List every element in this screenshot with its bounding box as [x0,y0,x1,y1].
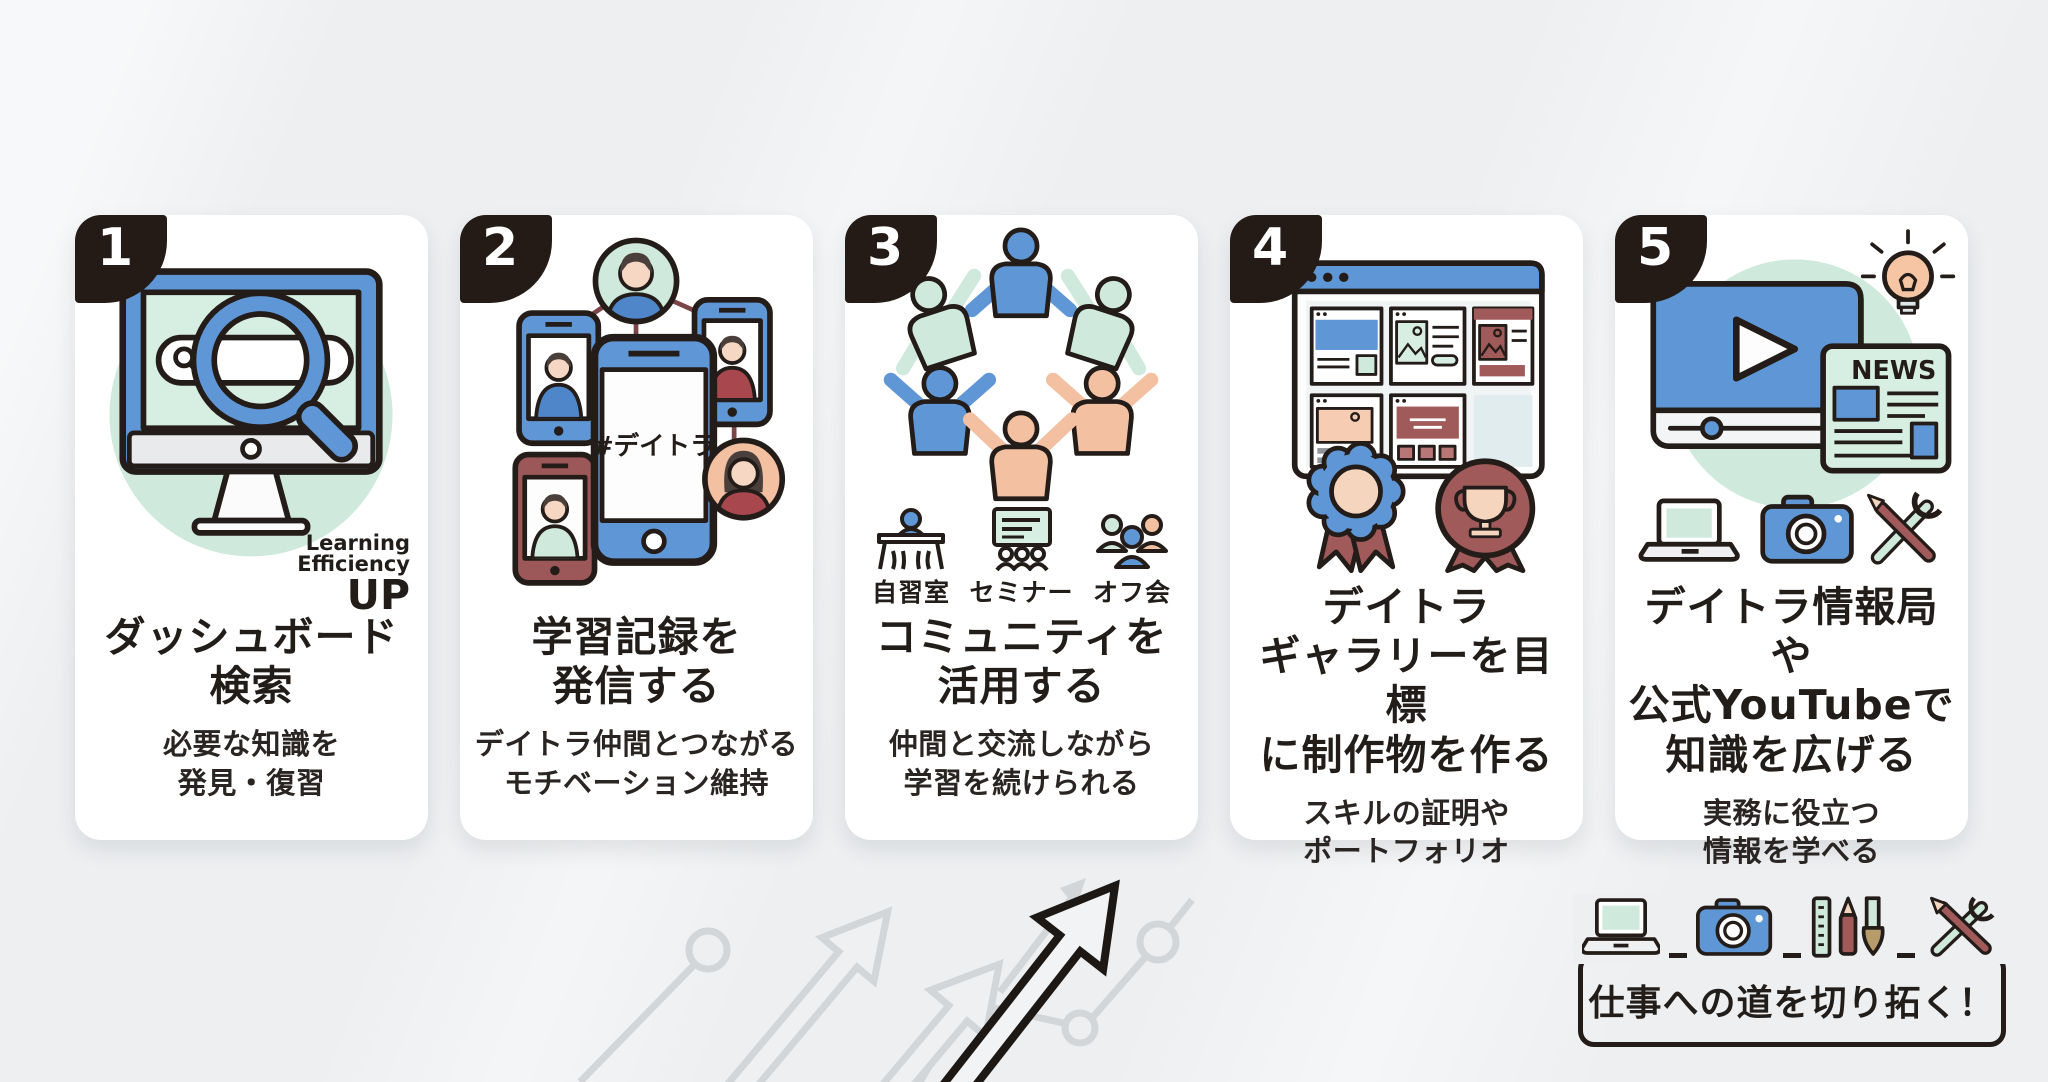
tools-icon [1915,894,2011,964]
note-line: Learning [305,530,410,555]
note-line: Efficiency [297,552,410,577]
card2-title: 学習記録を 発信する [531,613,742,711]
step-card-4: 4 [1230,215,1583,868]
card2-illustration-area: #デイトラ [470,215,803,613]
meetup-icon [1096,514,1168,569]
card5-title: デイトラ情報局や 公式YouTubeで 知識を広げる [1628,583,1955,779]
learning-efficiency-note: Learning Efficiency UP [297,530,410,620]
step-number: 2 [482,218,519,278]
step-number-badge: 5 [1615,215,1707,303]
card1-title: ダッシュボード 検索 [104,613,399,711]
step-number-badge: 4 [1230,215,1322,303]
hashtag-label: #デイトラ [592,432,715,462]
step-number: 5 [1637,218,1674,278]
card1-illustration-area: Learning Efficiency UP [85,215,418,620]
stationery-icon [1801,894,1897,964]
community-type-label: 自習室 [871,578,950,607]
gallery-awards-illustration [1291,260,1545,574]
step-card-2: 2 [460,215,813,840]
card3-title: コミュニティを 活用する [875,613,1168,711]
community-type-meetup: オフ会 [1080,507,1184,613]
card3-illustration-area: .arm{stroke-width:15;stroke-linecap:roun… [855,215,1188,507]
study-room-icon [877,508,945,570]
community-type-seminar: セミナー [970,507,1074,613]
goal-banner-text: 仕事への道を切り拓く！ [1588,983,1996,1024]
note-line: UP [346,571,410,620]
step-number: 4 [1252,218,1289,278]
card4-description: スキルの証明や ポートフォリオ [1303,795,1510,869]
step-number: 3 [867,218,904,278]
community-types-row: 自習室 セミナー [855,507,1188,613]
laptop-icon [1573,894,1669,964]
community-type-study-room: 自習室 [859,507,963,613]
people-circle-illustration: .arm{stroke-width:15;stroke-linecap:roun… [883,227,1159,502]
card2-description: デイトラ仲間とつながる モチベーション維持 [474,727,799,800]
news-label: NEWS [1851,356,1936,386]
steps-row: 1 Learning E [75,215,1968,868]
monitor-search-illustration [109,268,393,557]
card3-description: 仲間と交流しながら 学習を続けられる [888,727,1155,800]
step-card-1: 1 Learning E [75,215,428,840]
community-type-label: オフ会 [1092,578,1171,607]
phones-network-illustration: #デイトラ [512,237,786,586]
job-skills-icons-row [1573,894,2011,964]
video-news-illustration: NEWS [1638,229,1956,565]
step-card-5: 5 [1615,215,1968,868]
card1-description: 必要な知識を 発見・復習 [162,727,340,800]
step-number: 1 [97,218,134,278]
seminar-icon [991,507,1052,572]
card4-illustration-area [1240,215,1573,583]
community-type-label: セミナー [969,578,1074,607]
growth-arrows-decoration [577,878,1195,1082]
card5-illustration-area: NEWS [1625,215,1958,583]
card5-description: 実務に役立つ 情報を学べる [1702,795,1880,869]
step-card-3: 3 .arm{stroke-width:15;stroke-linecap:ro… [845,215,1198,840]
card4-title: デイトラ ギャラリーを目標 に制作物を作る [1259,583,1554,779]
camera-icon [1687,894,1783,964]
goal-banner: 仕事への道を切り拓く！ [1578,953,2006,1047]
